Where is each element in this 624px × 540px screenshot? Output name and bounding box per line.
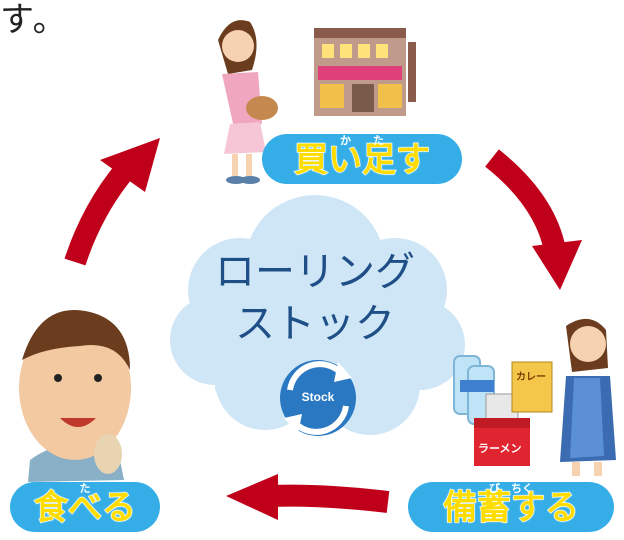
- shopping-woman-illustration: [218, 20, 278, 184]
- step-stock-ruby: び ちく: [489, 482, 533, 495]
- step-stock-label: び ちく 備蓄する: [408, 482, 614, 532]
- step-eat-label: た 食べる: [10, 482, 160, 532]
- stockpile-goods-illustration: [453, 355, 553, 466]
- shop-building-illustration: [314, 28, 416, 116]
- eating-man-illustration: [19, 310, 131, 482]
- header-text: す。: [0, 0, 69, 40]
- cycle-arrow-stock-to-eat: [226, 474, 390, 520]
- step-buy-label: か た 買い足す: [262, 134, 462, 184]
- cloud-title-line2: ストック: [235, 301, 395, 347]
- cycle-arrow-eat-to-buy: [64, 138, 160, 266]
- cloud-title-line1: ローリング: [215, 249, 415, 295]
- stock-cycle-icon: [280, 360, 356, 436]
- step-eat-ruby: た: [79, 482, 91, 495]
- step-buy-text: 買い足す: [293, 139, 430, 180]
- ramen-box-label: ラーメン: [478, 442, 522, 455]
- cloud-shape: [170, 195, 465, 435]
- stock-badge-label: Stock: [301, 390, 335, 404]
- cloud-title: ローリング ストック: [190, 246, 440, 350]
- step-buy-ruby: か た: [340, 134, 384, 147]
- step-eat-text: 食べる: [33, 487, 136, 528]
- cycle-arrow-buy-to-stock: [485, 149, 582, 290]
- curry-box-label: カレー: [516, 372, 546, 383]
- stocking-woman-illustration: [560, 318, 616, 476]
- step-stock-text: 備蓄する: [442, 487, 579, 528]
